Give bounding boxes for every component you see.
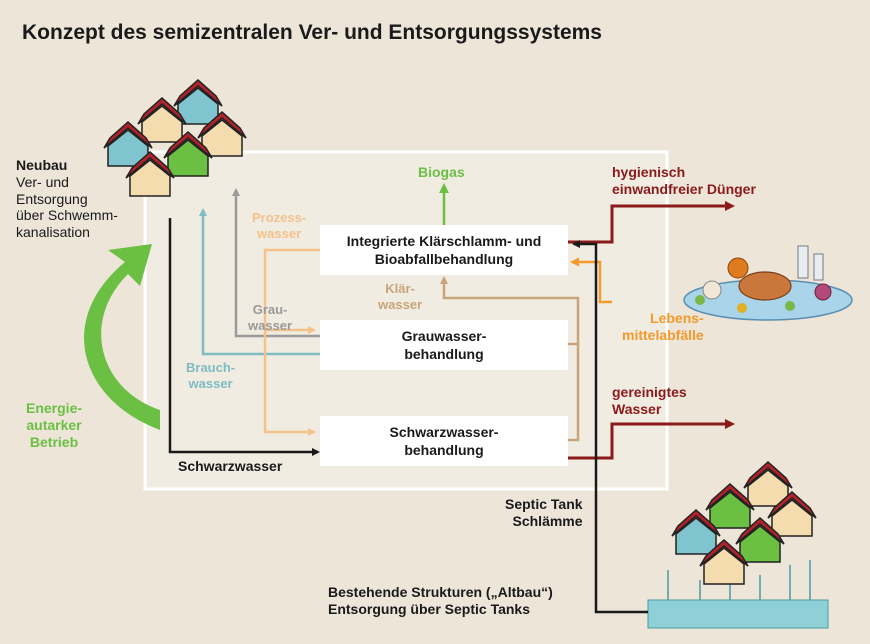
schwarzwasser-arrow [168, 218, 320, 456]
brauchwasser-label: Brauch- wasser [186, 360, 236, 391]
altbau-label: Bestehende Strukturen („Altbau“) Entsorg… [328, 584, 553, 617]
septic-arrow [572, 240, 648, 614]
gereinigt-arrow [568, 419, 735, 460]
neubau-title: Neubau [16, 157, 68, 173]
grauwasser-label: Grau- wasser [248, 302, 293, 333]
klaerwasser-line-a [440, 276, 580, 442]
gereinigt-label: gereinigtes Wasser [612, 384, 687, 417]
neubau-description: Ver- und Entsorgung über Schwemm- kanali… [16, 174, 118, 240]
integrated-treatment-box: Integrierte Klärschlamm- und Bioabfallbe… [320, 225, 568, 275]
prozesswasser-line-a [263, 248, 320, 436]
energy-arrow [84, 244, 160, 430]
energie-label: Energie- autarker Betrieb [26, 400, 83, 450]
klaerwasser-label: Klär- wasser [378, 281, 423, 312]
prozesswasser-label: Prozess- wasser [252, 210, 307, 241]
food-waste-icon [683, 245, 853, 321]
septic-label: Septic Tank Schlämme [505, 496, 583, 529]
schwarzwasser-label: Schwarzwasser [178, 458, 283, 474]
lebensmittel-arrow [570, 257, 612, 304]
neubau-houses-icon [103, 78, 247, 197]
duenger-arrow [568, 201, 735, 244]
brauchwasser-arrow [199, 208, 320, 356]
lebensmittel-label: Lebens- mittelabfälle [622, 310, 704, 343]
altbau-houses-icon [647, 460, 829, 629]
greywater-treatment-box: Grauwasser- behandlung [320, 320, 568, 370]
duenger-label: hygienisch einwandfreier Dünger [612, 164, 756, 197]
biogas-label: Biogas [418, 164, 465, 180]
grauwasser-arrow [232, 188, 320, 338]
page-title: Konzept des semizentralen Ver- und Entso… [22, 21, 602, 44]
blackwater-treatment-box: Schwarzwasser- behandlung [320, 416, 568, 466]
